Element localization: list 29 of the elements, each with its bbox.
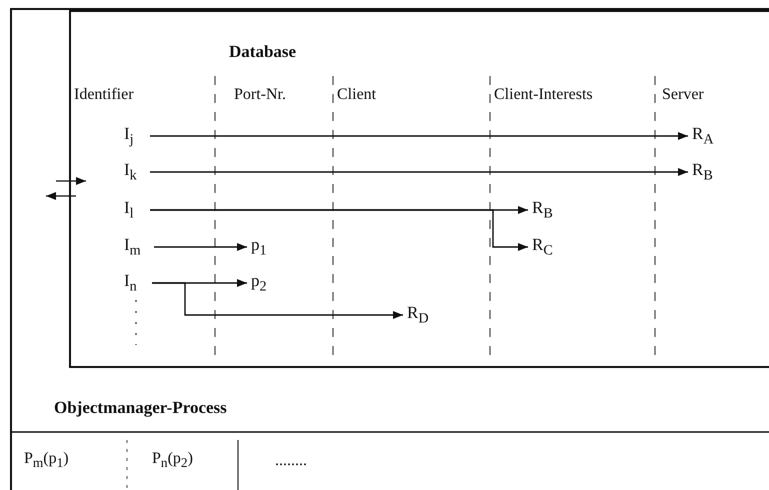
symbol-label: p$_{2}$ <box>251 271 277 299</box>
symbol-label: R$_{C}$ <box>532 235 562 263</box>
symbol-label: R$_{A}$ <box>692 124 722 152</box>
symbol-label: R$_{D}$ <box>407 303 437 331</box>
symbol-label: I$_{m}$ <box>124 235 150 261</box>
process-label: P$_{m}$(p$_{1}$) <box>24 450 69 472</box>
symbol-label: I$_{k}$ <box>124 160 146 186</box>
arrow <box>152 282 403 319</box>
column-header: Port-Nr. <box>234 86 286 104</box>
process-label: P$_{n}$(p$_{2}$) <box>152 450 193 472</box>
arrow <box>154 243 247 251</box>
arrow <box>150 132 688 140</box>
box-title: Database <box>229 42 296 62</box>
symbol-label: R$_{B}$ <box>692 160 722 188</box>
column-header: Client <box>337 86 376 104</box>
ellipsis-text: ........ <box>275 452 307 470</box>
symbol-label: p$_{1}$ <box>251 235 275 263</box>
column-header: Identifier <box>74 86 134 104</box>
symbol-label: I$_{l}$ <box>124 198 146 224</box>
box-title: Objectmanager-Process <box>54 398 227 418</box>
arrow <box>150 209 528 251</box>
symbol-label: R$_{B}$ <box>532 198 562 226</box>
column-header: Server <box>662 86 704 104</box>
arrow <box>150 168 688 176</box>
process-frame <box>10 8 769 490</box>
column-header: Client-Interests <box>494 86 593 104</box>
symbol-label: I$_{j}$ <box>124 124 146 150</box>
symbol-label: I$_{n}$ <box>124 271 148 297</box>
database-box <box>69 10 769 368</box>
